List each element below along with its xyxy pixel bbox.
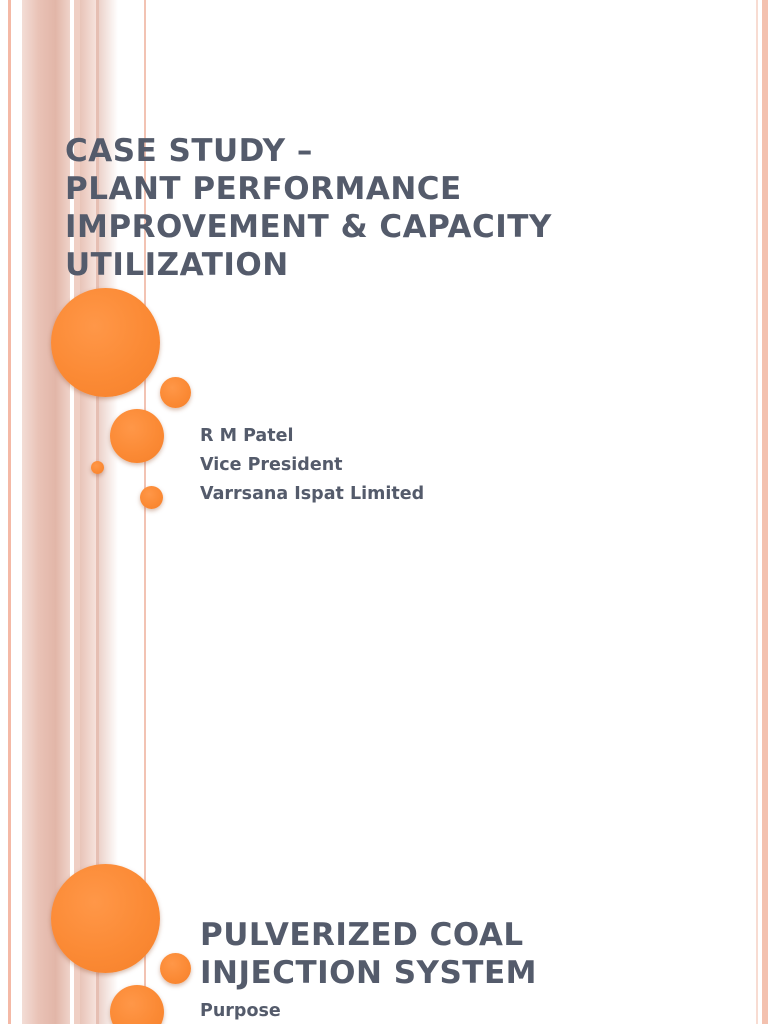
decorative-circle (160, 953, 191, 984)
decorative-stripe (756, 0, 758, 576)
title-line: INJECTION SYSTEM (200, 955, 537, 991)
decorative-circle (51, 288, 160, 397)
decorative-stripe (762, 576, 768, 1024)
decorative-stripe (80, 0, 96, 576)
decorative-stripe (144, 576, 146, 1024)
title-line: CASE STUDY – (65, 133, 313, 169)
decorative-stripe (756, 576, 758, 1024)
slide-pci-heading: PULVERIZED COAL INJECTION SYSTEM (200, 916, 740, 992)
presenter-company: Varrsana Ispat Limited (200, 484, 425, 504)
decorative-circle (110, 409, 164, 463)
presenter-block: R M Patel Vice President Varrsana Ispat … (200, 422, 424, 509)
decorative-circle (160, 377, 191, 408)
title-line: PLANT PERFORMANCE (65, 171, 462, 207)
decorative-circle (91, 461, 104, 474)
decorative-circle (140, 486, 163, 509)
slide-title: CASE STUDY – PLANT PERFORMANCE IMPROVEME… (8, 0, 768, 576)
presenter-role: Vice President (200, 455, 343, 475)
decorative-stripe (144, 0, 146, 576)
decorative-stripe (74, 0, 80, 576)
decorative-stripe (22, 576, 70, 1024)
slide-pci: PULVERIZED COAL INJECTION SYSTEM Purpose (0, 576, 768, 1024)
title-line: PULVERIZED COAL (200, 917, 524, 953)
decorative-stripe (8, 576, 11, 1024)
decorative-circle (51, 864, 160, 973)
decorative-stripe (96, 576, 99, 1024)
decorative-circle (110, 985, 164, 1024)
decorative-stripe (762, 0, 768, 576)
slide-title-heading: CASE STUDY – PLANT PERFORMANCE IMPROVEME… (65, 132, 705, 284)
title-line: UTILIZATION (65, 247, 289, 283)
decorative-stripe (74, 576, 80, 1024)
title-line: IMPROVEMENT & CAPACITY (65, 209, 552, 245)
presenter-name: R M Patel (200, 426, 294, 446)
slide-pci-subtitle: Purpose (200, 1001, 281, 1021)
decorative-stripe (22, 0, 70, 576)
decorative-stripe (8, 0, 11, 576)
